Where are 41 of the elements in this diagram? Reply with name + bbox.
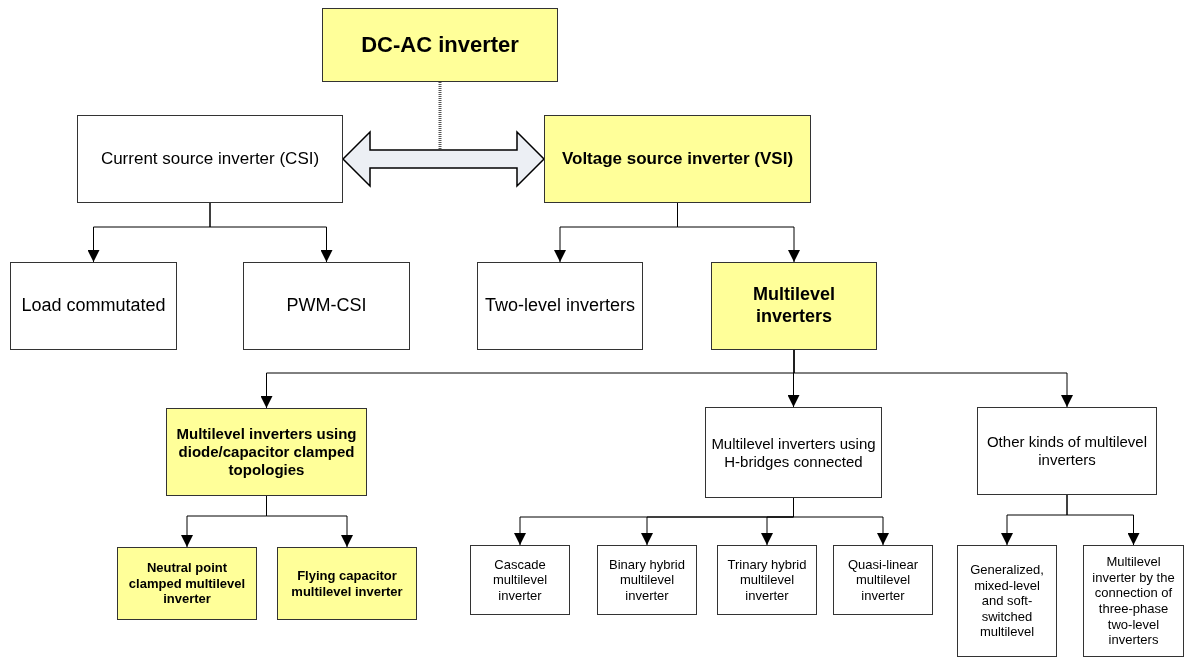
category-box xyxy=(322,8,558,82)
box-label: Load commutated xyxy=(21,295,166,317)
category-box xyxy=(977,407,1157,495)
category-box xyxy=(477,262,643,350)
arrow xyxy=(209,202,333,263)
box-label: PWM-CSI xyxy=(286,295,367,317)
box-label: Trinary hybrid multilevel inverter xyxy=(726,556,808,604)
category-box xyxy=(277,547,417,620)
box-label: Multilevel inverter by the connection of three-phase two-level inverters xyxy=(1091,554,1176,648)
box-label: Current source inverter (CSI) xyxy=(100,148,320,170)
box-label: Generalized, mixed-level and soft-switched multilevel xyxy=(969,562,1045,640)
arrow xyxy=(1066,494,1140,546)
box-label: Cascade multilevel inverter xyxy=(491,556,549,604)
category-box xyxy=(77,115,343,203)
category-box xyxy=(166,408,367,496)
box-label: Flying capacitor multilevel inverter xyxy=(290,567,404,600)
category-box xyxy=(544,115,811,203)
category-box xyxy=(717,545,817,615)
category-box xyxy=(957,545,1057,657)
category-box xyxy=(470,545,570,615)
category-box xyxy=(10,262,177,350)
category-box xyxy=(597,545,697,615)
category-box xyxy=(833,545,933,615)
category-box xyxy=(117,547,257,620)
double-block-arrow xyxy=(341,130,546,188)
box-label: Neutral point clamped multilevel inverter xyxy=(127,560,247,607)
category-box xyxy=(711,262,877,350)
box-label: Multilevel inverters using diode/capacitor clamped topologies xyxy=(175,425,358,479)
box-label: Voltage source inverter (VSI) xyxy=(561,148,794,170)
box-label: DC-AC inverter xyxy=(361,31,519,59)
box-label: Other kinds of multilevel inverters xyxy=(985,433,1149,469)
box-label: Multilevel inverters using H-bridges connected xyxy=(710,434,877,471)
category-box xyxy=(243,262,410,350)
arrow xyxy=(793,349,1073,408)
category-box xyxy=(705,407,882,498)
box-label: Two-level inverters xyxy=(484,295,635,317)
dotted-line xyxy=(438,82,442,150)
box-label: Multilevel inverters xyxy=(752,284,836,328)
box-label: Binary hybrid multilevel inverter xyxy=(608,556,686,604)
category-box xyxy=(1083,545,1184,657)
box-label: Quasi-linear multilevel inverter xyxy=(846,556,920,604)
